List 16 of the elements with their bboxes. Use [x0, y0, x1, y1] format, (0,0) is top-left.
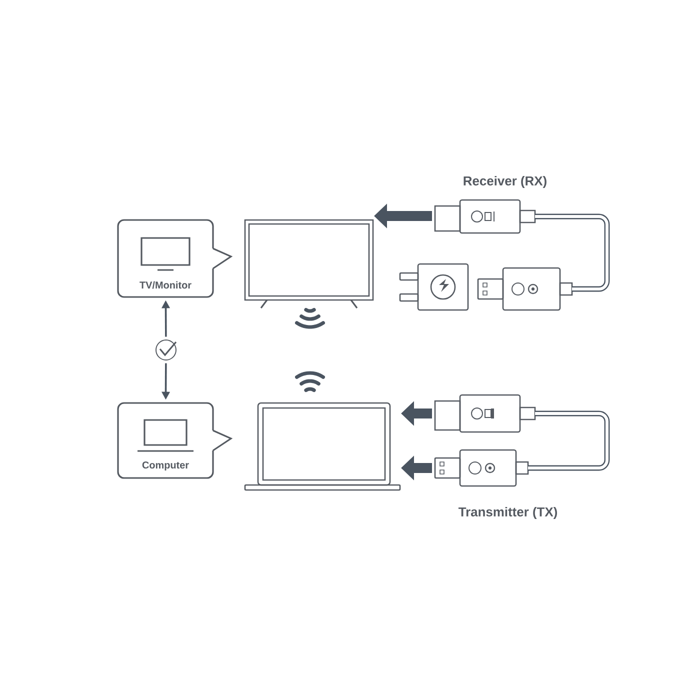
- power-adapter-drawing: [399, 263, 469, 311]
- heading: Transmitter (TX): [458, 506, 557, 520]
- callout-box: Computer: [117, 402, 233, 479]
- cable: [535, 214, 610, 292]
- heading: Receiver (RX): [464, 176, 546, 188]
- node-label: TV/Monitor: [140, 281, 192, 289]
- laptop-drawing: [244, 402, 401, 491]
- tv-drawing: [244, 219, 374, 309]
- usb-dongle-drawing: [477, 267, 573, 311]
- hdmi-dongle-drawing: [434, 394, 536, 433]
- hdmi-dongle-drawing: [434, 199, 536, 234]
- check-icon: [156, 340, 177, 360]
- usb-dongle-drawing: [434, 449, 529, 487]
- callout-box: TV/Monitor: [117, 219, 233, 298]
- node-label: Computer: [142, 461, 189, 471]
- cable: [528, 410, 610, 471]
